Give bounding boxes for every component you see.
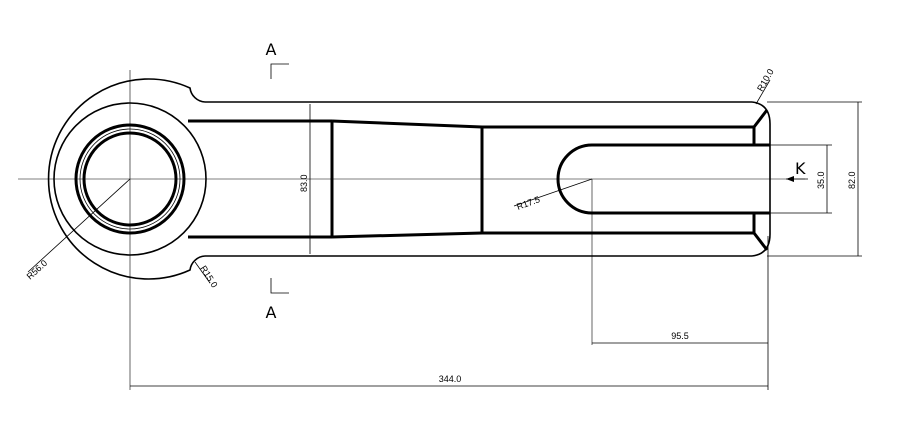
- dim-35-label: 35.0: [816, 171, 826, 189]
- r15-leader: [194, 261, 211, 284]
- dim-83-label: 83.0: [299, 174, 309, 192]
- chamfer-top: [752, 109, 769, 128]
- section-label-bottom: A: [266, 303, 277, 322]
- section-arrow-bottom: [270, 278, 289, 294]
- dim-82-label: 82.0: [847, 171, 857, 189]
- view-k-indicator: K: [786, 159, 808, 182]
- taper-bottom-edge: [331, 231, 483, 239]
- shank: [188, 101, 771, 257]
- section-arrow-top: [270, 63, 289, 79]
- bore-inner-circle: [82, 131, 178, 227]
- r10-label: R10.0: [755, 67, 776, 93]
- r15-label: R15.0: [198, 264, 219, 290]
- end-rounded-contour: [751, 101, 771, 257]
- dim-95-5-label: 95.5: [671, 331, 689, 341]
- slot-contour: [556, 143, 770, 215]
- r56-leader: [27, 178, 131, 273]
- eye-boss-circle: [53, 102, 207, 256]
- taper-top-edge: [331, 119, 483, 129]
- r10-leader: [755, 79, 771, 105]
- chamfer-bottom: [752, 232, 769, 251]
- section-mark-a: A A: [266, 40, 289, 322]
- bore-outer-circle: [74, 123, 186, 235]
- r17-5-leader: [513, 178, 593, 207]
- view-k-arrowhead: [786, 176, 794, 182]
- bore-chamfer-circle: [79, 128, 181, 230]
- center-lines: [18, 70, 805, 390]
- eye-outer-contour: [47, 78, 206, 280]
- view-k-label: K: [795, 159, 806, 178]
- eye-end: [47, 78, 207, 280]
- r17-5-label: R17.5: [515, 194, 541, 212]
- dim-344-label: 344.0: [439, 374, 462, 384]
- r56-label: R56.0: [25, 258, 50, 282]
- section-label-top: A: [266, 40, 277, 59]
